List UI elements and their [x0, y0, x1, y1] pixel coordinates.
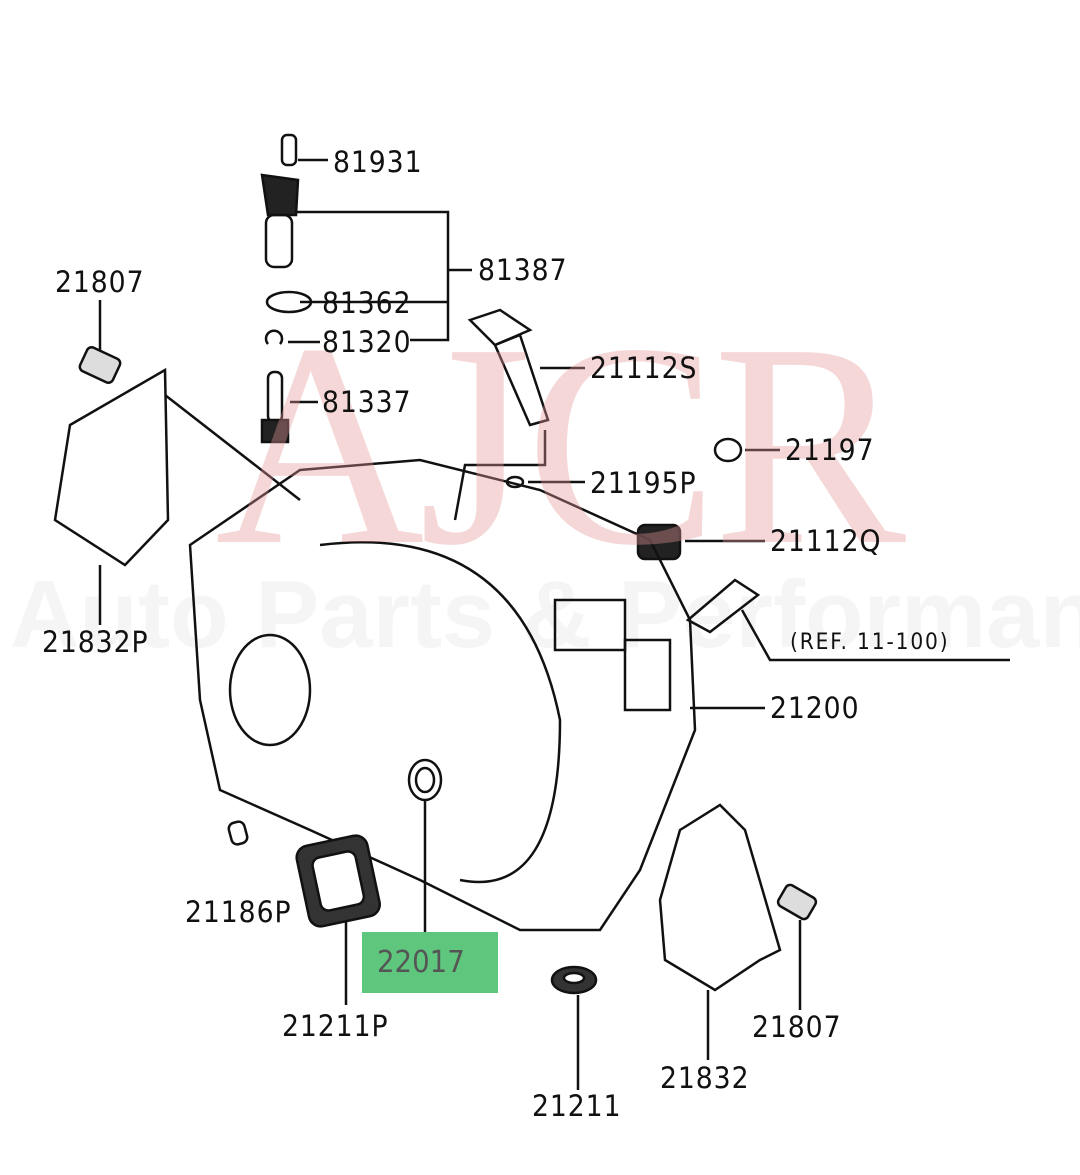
- plug-21197: [713, 437, 743, 463]
- part-label-81337[interactable]: 81337: [322, 385, 412, 419]
- bracket-21832P: [53, 367, 170, 567]
- seal-21211: [550, 965, 598, 995]
- bracket-21832: [658, 803, 782, 992]
- part-label-21832[interactable]: 21832: [660, 1061, 750, 1095]
- bolt-81931: [280, 133, 298, 167]
- ref-part: [685, 578, 761, 634]
- part-label-21211[interactable]: 21211: [532, 1089, 622, 1123]
- part-label-21211P[interactable]: 21211P: [282, 1009, 389, 1043]
- seal-22017: [407, 758, 443, 802]
- part-label-21200[interactable]: 21200: [770, 691, 860, 725]
- reference-label[interactable]: (REF. 11-100): [790, 630, 950, 655]
- watermark-logo: AJCR: [215, 284, 906, 605]
- part-label-21807[interactable]: 21807: [55, 265, 145, 299]
- part-label-21112S[interactable]: 21112S: [590, 351, 698, 385]
- bolt-21807-bottom: [776, 883, 818, 921]
- part-label-81362[interactable]: 81362: [322, 286, 412, 320]
- part-label-21195P[interactable]: 21195P: [590, 466, 697, 500]
- part-label-81387[interactable]: 81387: [478, 253, 568, 287]
- oring-81362: [265, 290, 313, 314]
- highlighted-part-22017[interactable]: 22017: [362, 932, 498, 993]
- part-label-21112Q[interactable]: 21112Q: [770, 524, 882, 558]
- plate-21211P: [295, 834, 381, 928]
- pin-21186P: [227, 820, 249, 846]
- part-label-21832P[interactable]: 21832P: [42, 625, 149, 659]
- part-label-81320[interactable]: 81320: [322, 325, 412, 359]
- switch-81337: [260, 370, 290, 444]
- clip-81320: [264, 329, 284, 345]
- part-label-21807-bottom[interactable]: 21807: [752, 1010, 842, 1044]
- part-label-21197[interactable]: 21197: [785, 433, 875, 467]
- dipstick-21112S: [467, 308, 550, 427]
- sensor-81387: [260, 173, 300, 269]
- leader-lines: [98, 158, 1010, 1090]
- watermark-tagline: Auto Parts & Performance: [10, 561, 1080, 668]
- bolt-21807-top: [78, 346, 122, 384]
- part-label-22017: 22017: [377, 945, 465, 980]
- case-21200: [188, 458, 697, 932]
- part-label-81931[interactable]: 81931: [333, 145, 423, 179]
- part-label-21186P[interactable]: 21186P: [185, 895, 292, 929]
